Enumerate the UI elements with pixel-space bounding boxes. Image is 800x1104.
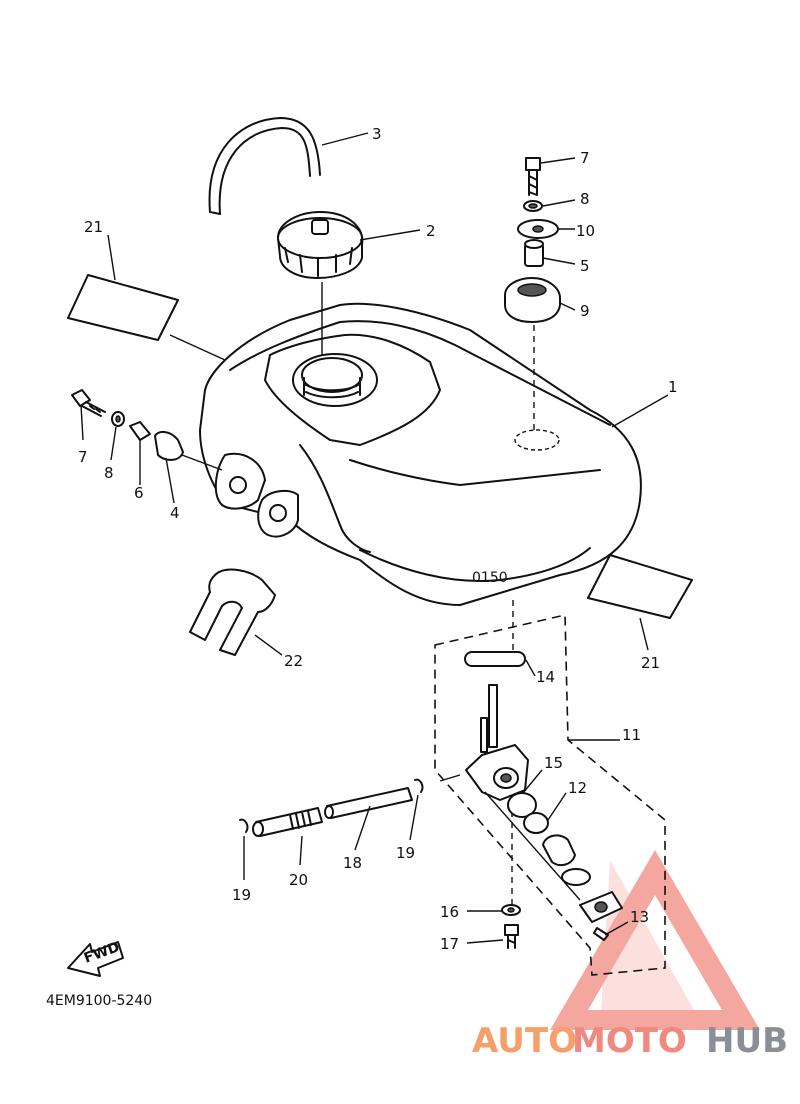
mount-hardware-left (71, 389, 223, 471)
callout-4: 4 (170, 504, 180, 522)
fuel-pipe-and-hose (239, 778, 424, 837)
callout-15: 15 (544, 754, 563, 772)
warning-label-left (67, 274, 226, 361)
callout-18: 18 (343, 854, 362, 872)
fuel-cap (277, 211, 364, 279)
drain-screw (501, 904, 521, 949)
watermark-triangle (550, 850, 760, 1030)
callout-16: 16 (440, 903, 459, 921)
callout-3: 3 (372, 125, 382, 143)
callout-8-top: 8 (580, 190, 590, 208)
drawing-code: 4EM9100-5240 (46, 993, 152, 1009)
callout-14: 14 (536, 668, 555, 686)
callout-19-right: 19 (396, 844, 415, 862)
callout-12: 12 (568, 779, 587, 797)
callout-7-top: 7 (580, 149, 590, 167)
callout-17: 17 (440, 935, 459, 953)
callout-2: 2 (426, 222, 436, 240)
strainer-parts (507, 792, 623, 941)
callout-21-top: 21 (84, 218, 103, 236)
tank-protector (189, 568, 276, 656)
callout-8-left: 8 (104, 464, 114, 482)
callout-21-bottom: 21 (641, 654, 660, 672)
leader-lines (80, 132, 669, 944)
callout-10: 10 (576, 222, 595, 240)
watermark-part-2: MOTO (572, 1021, 687, 1061)
watermark-part-3: HUB (706, 1021, 788, 1061)
forward-arrow: FWD (67, 939, 124, 977)
callout-5: 5 (580, 257, 590, 275)
fuel-cock-assembly-outline (434, 613, 666, 976)
callout-20: 20 (289, 871, 308, 889)
callout-11: 11 (622, 726, 641, 744)
watermark-part-1: AUTO (472, 1021, 577, 1061)
fuel-hose (208, 117, 321, 215)
svg-text:0150: 0150 (472, 570, 508, 586)
callout-6: 6 (134, 484, 144, 502)
mount-hardware-top (504, 157, 561, 430)
callout-labels: 1 2 3 4 5 6 7 7 8 8 9 10 11 12 13 14 15 … (78, 125, 678, 953)
callout-7-left: 7 (78, 448, 88, 466)
callout-13: 13 (630, 908, 649, 926)
gasket (464, 600, 526, 667)
callout-1: 1 (668, 378, 678, 396)
callout-9: 9 (580, 302, 590, 320)
callout-19-left: 19 (232, 886, 251, 904)
fuel-cock (439, 684, 581, 905)
callout-22: 22 (284, 652, 303, 670)
warning-label-right (587, 554, 693, 619)
fuel-tank: 0150 (199, 302, 642, 606)
watermark-text: AUTO MOTO HUB (472, 1021, 788, 1061)
